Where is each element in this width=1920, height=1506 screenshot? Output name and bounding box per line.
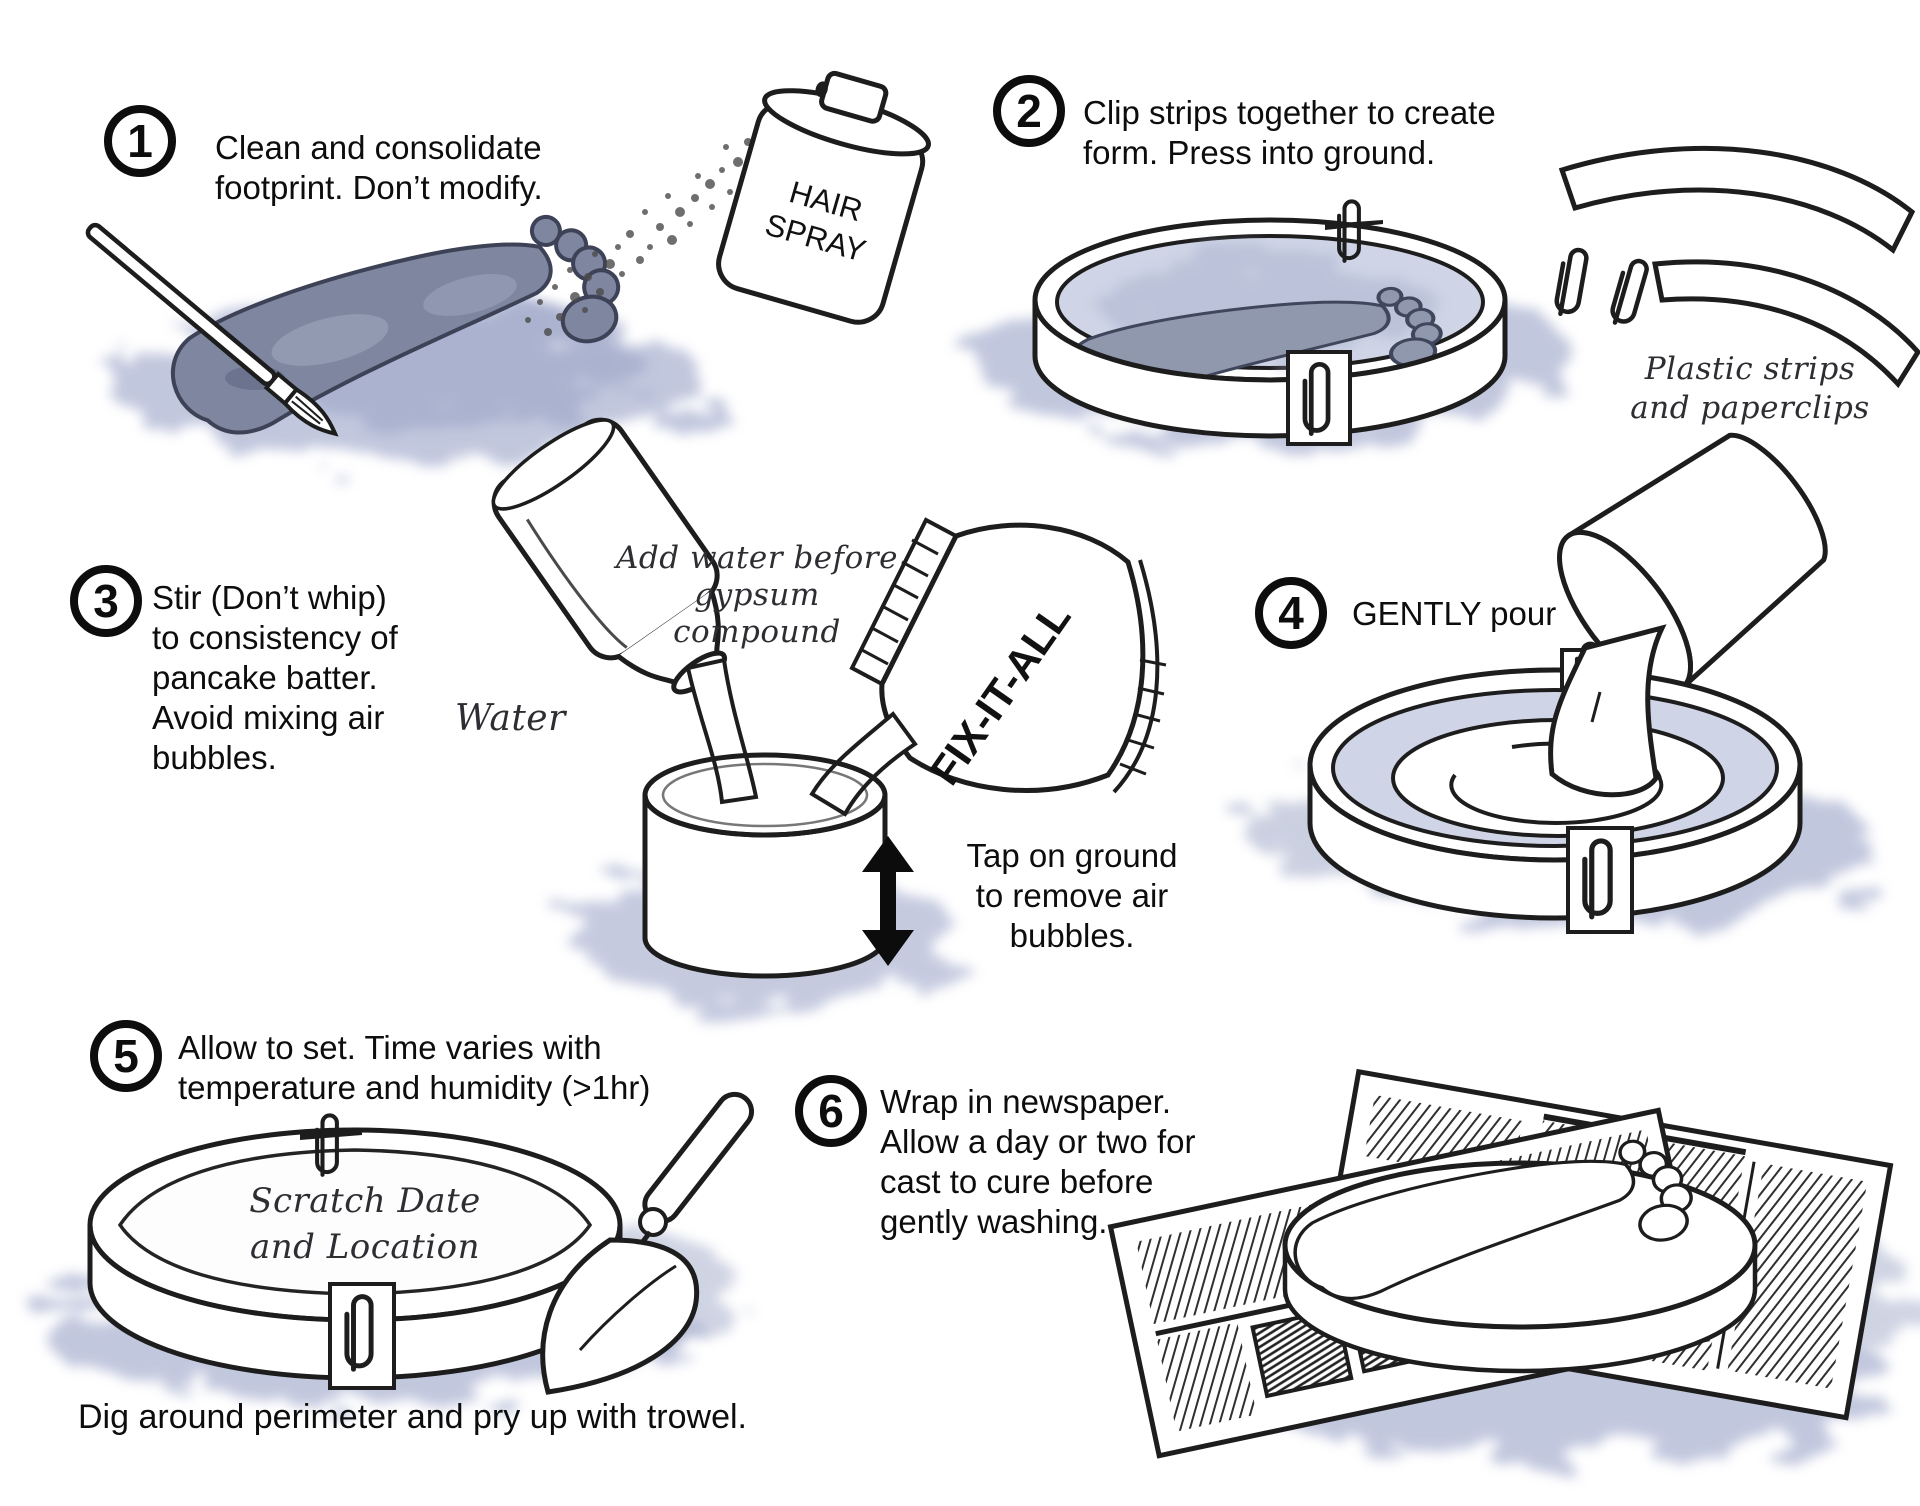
add-water-line3: compound — [673, 614, 841, 650]
illustration-step2 — [970, 145, 1920, 446]
plastic-strips-label-line2: and paperclips — [1630, 390, 1870, 426]
step1-badge: 1 — [104, 105, 176, 177]
dig-caption: Dig around perimeter and pry up with tro… — [78, 1398, 747, 1436]
step5-instruction: Allow to set. Time varies with temperatu… — [178, 1028, 650, 1108]
scratch-note-line1: Scratch Date — [249, 1181, 481, 1221]
water-label: Water — [455, 698, 566, 739]
step6-text-line2: Allow a day or two for — [880, 1123, 1196, 1160]
ring-front-seam — [1566, 826, 1634, 934]
step4-badge: 4 — [1255, 577, 1327, 649]
trowel — [540, 1091, 755, 1395]
step5-badge: 5 — [90, 1020, 162, 1092]
add-water-line1: Add water before — [616, 540, 898, 576]
step3-text-line5: bubbles. — [152, 739, 277, 776]
ring-form — [87, 1115, 623, 1390]
spray-nozzle-icon — [815, 81, 828, 98]
set-plaster-surface — [117, 1148, 593, 1296]
paperclip-icon — [1609, 257, 1648, 327]
step6-text-line4: gently washing. — [880, 1203, 1108, 1240]
scratch-note-line2: and Location — [249, 1227, 480, 1267]
illustration-step3: FIX-IT-ALL — [491, 417, 1167, 1003]
step1-instruction: Clean and consolidate footprint. Don’t m… — [215, 128, 543, 208]
scratch-note: Scratch Date and Location — [205, 1178, 525, 1270]
step3-instruction: Stir (Don’t whip) to consistency of panc… — [152, 578, 398, 778]
step3-text-line3: pancake batter. — [152, 659, 378, 696]
plaster-stream — [1548, 624, 1667, 798]
step3-text-line4: Avoid mixing air — [152, 699, 385, 736]
plastic-strips-label: Plastic strips and paperclips — [1590, 350, 1910, 428]
ring-form — [1307, 644, 1803, 934]
step6-text-line3: cast to cure before — [880, 1163, 1154, 1200]
step5-text-line2: temperature and humidity (>1hr) — [178, 1069, 651, 1106]
step3-text-line2: to consistency of — [152, 619, 398, 656]
step2-instruction: Clip strips together to create form. Pre… — [1083, 93, 1496, 173]
step5-text-line1: Allow to set. Time varies with — [178, 1029, 602, 1066]
step3-badge: 3 — [70, 565, 142, 637]
step1-text-line1: Clean and consolidate — [215, 129, 542, 166]
tap-ground-line2: to remove air — [975, 877, 1169, 914]
step4-text-line1: GENTLY pour — [1352, 595, 1557, 632]
step2-text-line2: form. Press into ground. — [1083, 134, 1436, 171]
step4-instruction: GENTLY pour — [1352, 594, 1556, 634]
mixing-bucket — [642, 752, 888, 979]
stream-detail — [1590, 691, 1602, 723]
add-water-line2: gypsum — [694, 577, 820, 613]
powder-stream — [809, 711, 918, 817]
tap-arrow-icon — [862, 836, 914, 966]
step2-text-line1: Clip strips together to create — [1083, 94, 1496, 131]
tap-ground-line1: Tap on ground — [966, 837, 1178, 874]
ring-front-seam — [328, 1282, 396, 1390]
illustration-step4 — [1245, 432, 1875, 934]
tap-ground-line3: bubbles. — [1009, 917, 1135, 954]
plastic-strips-label-line1: Plastic strips — [1644, 351, 1856, 387]
illustration-step1: HAIR SPRAY — [85, 70, 931, 463]
add-water-note: Add water before gypsum compound — [597, 540, 917, 651]
step2-badge: 2 — [993, 75, 1065, 147]
step6-instruction: Wrap in newspaper. Allow a day or two fo… — [880, 1082, 1195, 1242]
ring-form — [1032, 201, 1508, 446]
step6-badge: 6 — [795, 1075, 867, 1147]
step6-text-line1: Wrap in newspaper. — [880, 1083, 1172, 1120]
illustration-step5 — [40, 1091, 755, 1402]
plaster-cast — [1282, 1130, 1758, 1374]
illustration-step6 — [1107, 1068, 1915, 1460]
hairspray-can: HAIR SPRAY — [716, 70, 931, 325]
paintbrush — [85, 222, 339, 437]
step3-text-line1: Stir (Don’t whip) — [152, 579, 387, 616]
footprint — [154, 201, 634, 449]
water-stream — [685, 657, 759, 805]
step1-text-line2: footprint. Don’t modify. — [215, 169, 543, 206]
tap-ground-note: Tap on ground to remove air bubbles. — [922, 836, 1222, 956]
gypsum-bag: FIX-IT-ALL — [849, 517, 1167, 794]
plastic-strips — [1558, 145, 1920, 389]
paperclip-icon — [1555, 248, 1588, 317]
spray-mist — [525, 127, 765, 336]
